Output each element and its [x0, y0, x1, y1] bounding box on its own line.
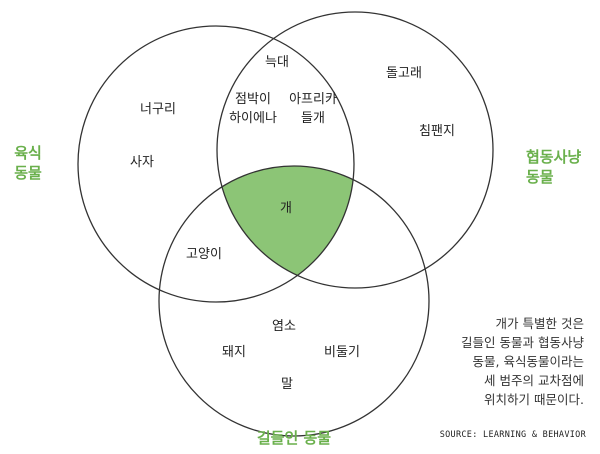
animal-wolf: 늑대 [265, 55, 289, 70]
carnivore-group-label-line1: 육식 [14, 144, 42, 162]
animal-african-wild-dog: 아프리카 들개 [289, 92, 337, 126]
animal-lion: 사자 [130, 155, 154, 170]
domesticated-group-label: 길들인 동물 [257, 429, 331, 447]
note-line: 위치하기 때문이다. [484, 392, 584, 407]
animal-pigeon: 비둘기 [324, 345, 360, 360]
note-line: 개가 특별한 것은 [495, 316, 584, 331]
explanation-note: 개가 특별한 것은 길들인 동물과 협동사냥 동물, 육식동물이라는 세 범주의… [461, 314, 584, 409]
animal-goat: 염소 [272, 319, 296, 334]
animal-dolphin: 돌고래 [386, 66, 422, 81]
hunting-group-label-line2: 동물 [526, 168, 554, 186]
animal-spotted-hyena-box: 점박이 하이에나 [229, 92, 277, 126]
animal-cat: 고양이 [186, 247, 222, 262]
note-line: 길들인 동물과 협동사냥 [461, 335, 584, 350]
animal-horse: 말 [281, 377, 293, 392]
carnivore-circle [77, 25, 355, 303]
source-credit: SOURCE: LEARNING & BEHAVIOR [439, 430, 586, 440]
animal-chimpanzee: 침팬지 [419, 124, 455, 139]
animal-dog: 개 [280, 201, 292, 216]
domesticated-circle [158, 165, 430, 437]
note-line: 세 범주의 교차점에 [484, 373, 584, 388]
animal-african-wild-dog-box: 아프리카 들개 [289, 92, 337, 126]
cooperative-hunting-circle [216, 11, 494, 289]
animal-spotted-hyena: 점박이 하이에나 [229, 92, 277, 126]
carnivore-group-label-line2: 동물 [14, 164, 42, 182]
animal-pig: 돼지 [222, 345, 246, 360]
animal-raccoon-dog: 너구리 [140, 102, 176, 117]
hunting-group-label-line1: 협동사냥 [526, 148, 581, 166]
note-line: 동물, 육식동물이라는 [472, 354, 584, 369]
